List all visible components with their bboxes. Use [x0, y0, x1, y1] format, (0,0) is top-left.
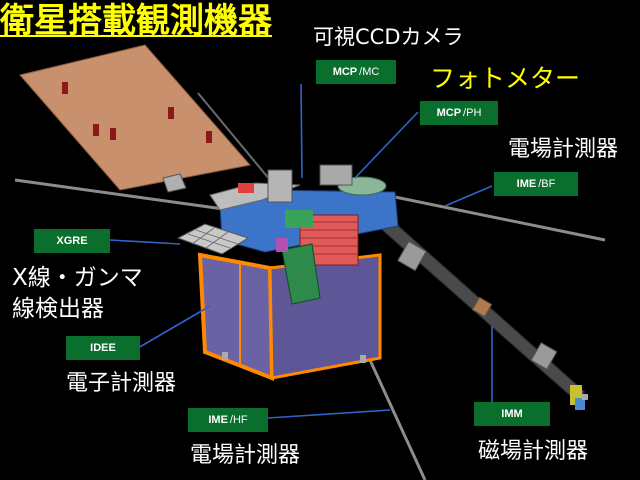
camera-housing: [319, 164, 353, 186]
box-imm-main: IMM: [501, 408, 523, 420]
box-ime-hf: IME/HF: [188, 408, 268, 432]
solar-paddle: [19, 44, 251, 191]
solar-paddle-sensor-2: [93, 124, 99, 136]
red-marker: [238, 183, 254, 193]
box-mcp-ph: MCP/PH: [420, 101, 498, 125]
label-visible-ccd: 可視CCDカメラ: [313, 25, 464, 49]
box-mcp-ph-main: MCP: [436, 107, 462, 119]
box-ime-bf-sub: /BF: [538, 178, 556, 190]
e-field-boom-upper-left: [14, 178, 246, 214]
box-ime-hf-main: IME: [208, 414, 228, 426]
box-mcp-ph-sub: /PH: [463, 107, 482, 119]
label-photometer: フォトメター: [430, 64, 581, 93]
solar-paddle-sensor-1: [62, 82, 68, 94]
leader-ime-bf: [444, 185, 493, 207]
box-mcp-mc: MCP/MC: [316, 60, 396, 84]
leader-mcp-ph: [354, 111, 419, 179]
solar-paddle-sensor-3: [110, 128, 116, 140]
leader-mcp-mc: [300, 83, 303, 179]
satellite-body-front: [197, 252, 275, 381]
electron-detector-box: [281, 243, 321, 305]
box-mcp-mc-main: MCP: [332, 66, 358, 78]
label-electron: 電子計測器: [66, 371, 177, 396]
label-e-field-right: 電場計測器: [508, 137, 619, 162]
mast-hinge-3: [530, 342, 558, 370]
body-thruster-1: [222, 352, 228, 360]
label-xray-line2: 線検出器: [12, 296, 104, 322]
page-title: 衛星搭載観測機器: [0, 1, 272, 41]
mast-hinge-2: [471, 296, 493, 318]
magenta-antenna-base: [276, 238, 288, 252]
leader-ime-hf: [267, 409, 391, 419]
x-ray-detector-panel: [176, 223, 250, 255]
box-idee: IDEE: [66, 336, 140, 360]
box-ime-bf: IME/BF: [494, 172, 578, 196]
magnetometer-sensor: [570, 385, 588, 410]
e-field-boom-upper-right: [389, 194, 606, 242]
green-sensor-block: [285, 210, 313, 228]
e-field-boom-lower: [368, 359, 427, 480]
x-ray-detector-grid: [187, 227, 239, 249]
box-ime-bf-main: IME: [516, 178, 537, 190]
box-xgre-main: XGRE: [56, 235, 88, 247]
box-mcp-mc-sub: /MC: [359, 66, 380, 78]
body-thruster-2: [360, 355, 366, 363]
solar-paddle-connector: [162, 173, 187, 193]
leader-xgre: [109, 239, 181, 245]
label-magnetic: 磁場計測器: [478, 439, 589, 464]
leader-lines: [109, 83, 493, 419]
box-xgre: XGRE: [34, 229, 110, 253]
solar-paddle-strut: [197, 92, 271, 181]
label-xray-line1: X線・ガンマ: [12, 265, 143, 291]
box-ime-hf-sub: /HF: [229, 414, 248, 426]
solar-paddle-sensor-4: [168, 107, 174, 119]
ccd-camera-unit: [267, 169, 293, 203]
solar-paddle-sensor-5: [206, 131, 212, 143]
label-e-field-bottom: 電場計測器: [190, 443, 301, 468]
box-idee-main: IDEE: [90, 342, 116, 354]
mast-hinge-1: [397, 240, 427, 272]
box-imm: IMM: [474, 402, 550, 426]
leader-idee: [137, 305, 211, 349]
